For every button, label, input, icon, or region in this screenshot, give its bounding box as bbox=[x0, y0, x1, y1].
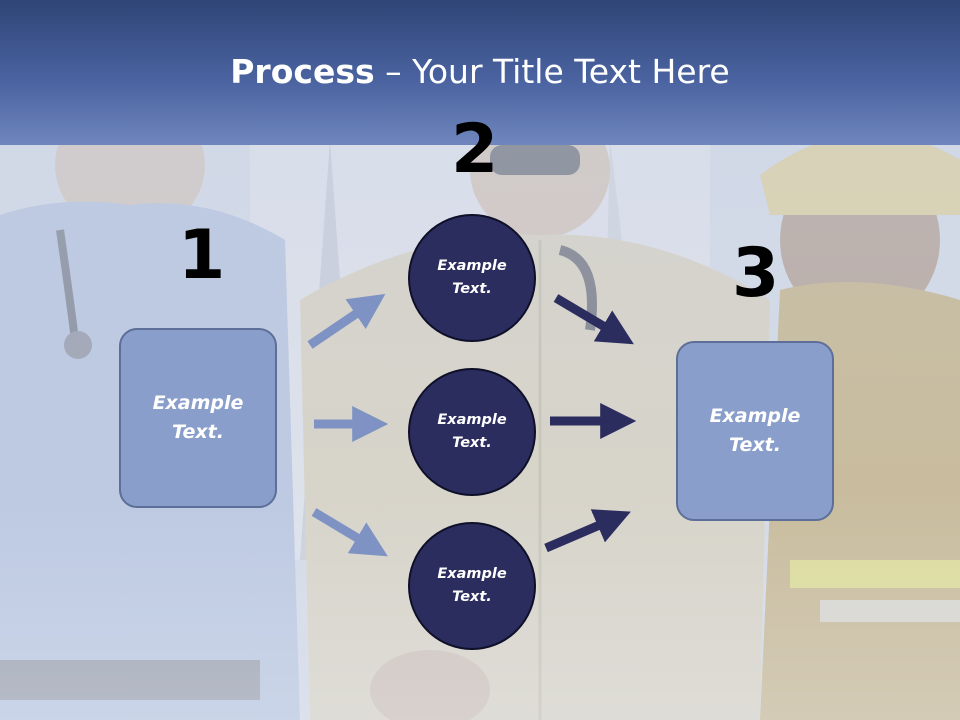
title-rest: – Your Title Text Here bbox=[374, 52, 730, 91]
step-box-left-text: Example Text. bbox=[152, 392, 244, 443]
step-circle-top-text: Example Text. bbox=[437, 258, 507, 297]
step-circle-middle: Example Text. bbox=[408, 368, 536, 496]
step-box-right: Example Text. bbox=[676, 341, 834, 521]
step-circle-top: Example Text. bbox=[408, 214, 536, 342]
step-circle-middle-text: Example Text. bbox=[437, 412, 507, 451]
step-number-3: 3 bbox=[732, 234, 780, 313]
step-box-left: Example Text. bbox=[119, 328, 277, 508]
step-box-right-text: Example Text. bbox=[709, 405, 801, 456]
slide-title: Process – Your Title Text Here bbox=[0, 52, 960, 91]
header-bar bbox=[0, 0, 960, 145]
step-circle-bottom-text: Example Text. bbox=[437, 566, 507, 605]
title-bold: Process bbox=[230, 52, 375, 91]
step-number-2: 2 bbox=[451, 110, 499, 189]
step-circle-bottom: Example Text. bbox=[408, 522, 536, 650]
step-number-1: 1 bbox=[178, 216, 226, 295]
